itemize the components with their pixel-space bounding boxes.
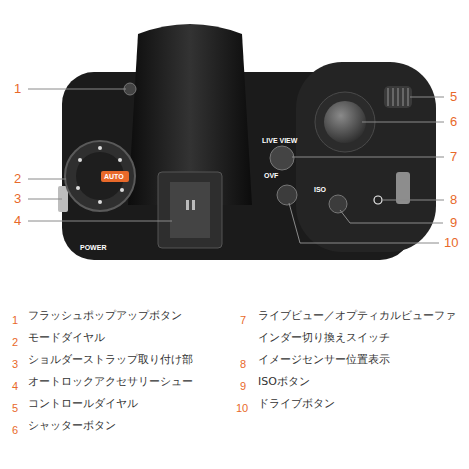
part-name: フラッシュポップアップボタン bbox=[28, 305, 182, 327]
part-name: コントロールダイヤル bbox=[28, 393, 138, 415]
switch-mark: POWER bbox=[80, 244, 106, 252]
callout-number: 9 bbox=[450, 216, 457, 230]
part-name: オートロックアクセサリーシュー bbox=[28, 371, 193, 393]
leader-lines bbox=[28, 89, 444, 243]
part-name: シャッターボタン bbox=[28, 415, 116, 437]
list-number: 5 bbox=[12, 401, 18, 415]
callout-number: 6 bbox=[450, 115, 457, 129]
callout-number: 1 bbox=[14, 82, 21, 96]
switch-mark: LIVE VIEW bbox=[262, 137, 297, 145]
mode-dial bbox=[65, 141, 135, 211]
control-dial bbox=[384, 86, 412, 108]
camera-illustration bbox=[0, 0, 469, 300]
accessory-shoe bbox=[158, 172, 222, 248]
list-number: 10 bbox=[236, 401, 248, 415]
callout-number: 2 bbox=[14, 172, 21, 186]
part-name: ショルダーストラップ取り付け部 bbox=[28, 349, 193, 371]
part-name: イメージセンサー位置表示 bbox=[258, 349, 390, 371]
shoe-plate bbox=[170, 182, 210, 238]
list-number: 3 bbox=[12, 357, 18, 371]
list-number: 6 bbox=[12, 423, 18, 437]
iso-button bbox=[329, 195, 347, 213]
button-mark: ISO bbox=[314, 186, 326, 194]
sensor-mark bbox=[374, 196, 382, 204]
shutter-button bbox=[324, 101, 366, 143]
switch-mark: OVF bbox=[264, 172, 278, 180]
list-number: 7 bbox=[240, 313, 246, 327]
live-view-switch bbox=[270, 146, 294, 170]
part-name: ドライブボタン bbox=[258, 393, 335, 415]
auto-mark bbox=[101, 171, 129, 182]
callout-number: 7 bbox=[450, 150, 457, 164]
part-name: モードダイヤル bbox=[28, 327, 105, 349]
list-number: 1 bbox=[12, 313, 18, 327]
list-number: 2 bbox=[12, 335, 18, 349]
part-name: ISOボタン bbox=[258, 371, 310, 393]
callout-number: 8 bbox=[450, 193, 457, 207]
drive-button bbox=[277, 185, 297, 205]
list-number: 4 bbox=[12, 379, 18, 393]
dial-mark: AUTO bbox=[104, 173, 124, 181]
list-number: 8 bbox=[240, 357, 246, 371]
callout-number: 4 bbox=[14, 214, 21, 228]
list-number: 9 bbox=[240, 379, 246, 393]
callout-number: 10 bbox=[444, 236, 458, 250]
callout-number: 3 bbox=[14, 192, 21, 206]
strap-lug-right bbox=[396, 172, 410, 204]
part-name: ライブビュー／オプティカルビューファインダー切り換えスイッチ bbox=[258, 305, 458, 349]
callout-number: 5 bbox=[450, 90, 457, 104]
